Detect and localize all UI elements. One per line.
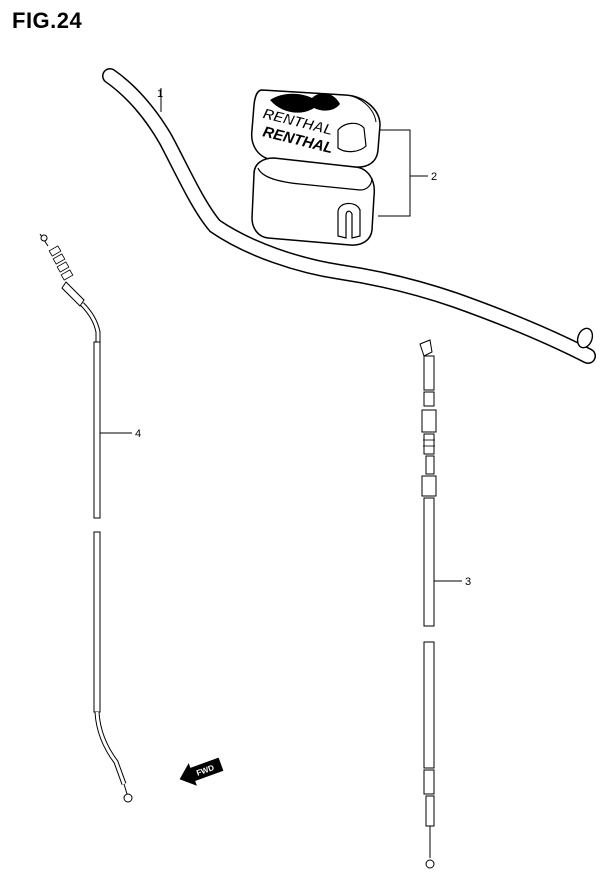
bar-pad-cover[interactable]: RENTHAL RENTHAL — [250, 89, 381, 168]
callout-bracket-2 — [378, 129, 428, 217]
bar-pad-foam[interactable] — [251, 157, 376, 246]
handlebar[interactable] — [102, 68, 596, 364]
callout-2: 2 — [431, 171, 437, 183]
cable-left[interactable] — [39, 233, 133, 803]
callout-1: 1 — [157, 88, 163, 100]
figure-title: FIG.24 — [12, 8, 83, 33]
fwd-arrow-icon: FWD — [179, 757, 224, 786]
callout-4: 4 — [135, 428, 141, 440]
callout-3: 3 — [465, 576, 471, 588]
cable-right[interactable] — [419, 339, 437, 869]
